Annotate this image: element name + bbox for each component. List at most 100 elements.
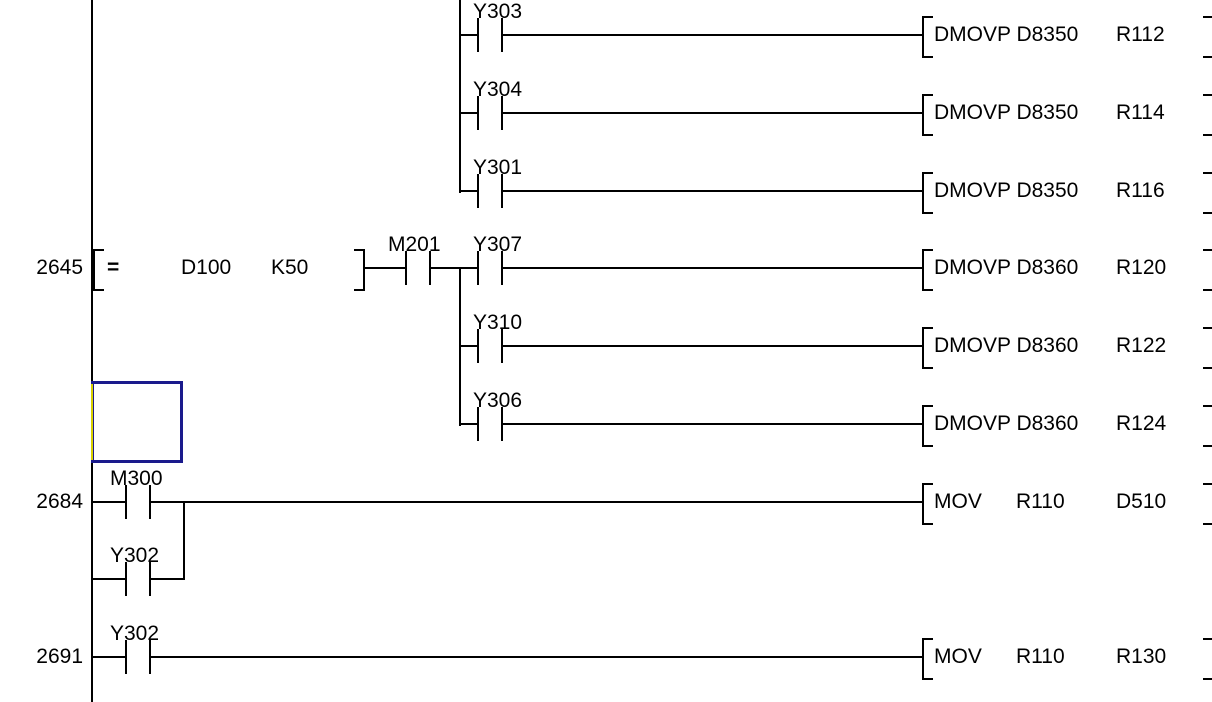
instruction-opcode: DMOVP D8360 <box>934 256 1079 279</box>
bracket-close-icon <box>1203 405 1212 447</box>
compare-operand-2: K50 <box>271 256 309 279</box>
bracket-open-icon <box>922 483 933 525</box>
rung-line-y301-right <box>503 190 924 192</box>
bracket-open-icon <box>922 638 933 680</box>
contact-label-m201: M201 <box>388 233 441 256</box>
rung-line-2691-b <box>151 656 924 658</box>
instruction-block-dmovp-r112[interactable]: DMOVP D8350 R112 <box>922 16 1212 58</box>
instruction-opcode: DMOVP D8350 <box>934 179 1079 202</box>
bracket-open-icon <box>922 16 933 58</box>
rung-line-2684-b <box>151 501 924 503</box>
compare-block-equal[interactable]: = D100 K50 <box>93 249 365 291</box>
instruction-dest: R130 <box>1116 645 1167 668</box>
contact-y302-rung[interactable] <box>125 640 151 674</box>
contact-bar-right <box>149 640 151 674</box>
instruction-dest: R114 <box>1116 101 1165 124</box>
rung-line-y310-left <box>459 345 477 347</box>
contact-bar-left <box>477 407 479 441</box>
instruction-block-mov-d510[interactable]: MOV R110 D510 <box>922 483 1212 525</box>
bracket-close-icon <box>1203 16 1212 58</box>
rung-line-2691-a <box>91 656 125 658</box>
compare-operand-1: D100 <box>181 256 232 279</box>
bracket-open-icon <box>922 249 933 291</box>
instruction-opcode: DMOVP D8360 <box>934 412 1079 435</box>
instruction-opcode: MOV <box>934 645 982 668</box>
instruction-dest: R112 <box>1116 23 1165 46</box>
bracket-open-icon <box>922 327 933 369</box>
bracket-open-icon <box>922 405 933 447</box>
instruction-block-dmovp-r114[interactable]: DMOVP D8350 R114 <box>922 94 1212 136</box>
contact-bar-left <box>125 485 127 519</box>
rung-line-y303-right <box>503 34 924 36</box>
contact-bar-left <box>125 640 127 674</box>
bracket-close-icon <box>1203 172 1212 214</box>
bracket-open-icon <box>922 94 933 136</box>
contact-label-y304: Y304 <box>473 78 523 101</box>
contact-bar-left <box>477 18 479 52</box>
rung-line-y304-right <box>503 112 924 114</box>
rung-line-y304-left <box>459 112 477 114</box>
rung-line-y301-left <box>459 190 477 192</box>
instruction-opcode: DMOVP D8350 <box>934 101 1079 124</box>
rung-line-y303-left <box>459 34 477 36</box>
compare-operator: = <box>107 256 120 279</box>
instruction-block-mov-r130[interactable]: MOV R110 R130 <box>922 638 1212 680</box>
contact-bar-right <box>501 329 503 363</box>
contact-y302-branch[interactable] <box>125 562 151 596</box>
contact-y307[interactable] <box>477 251 503 285</box>
branch-line-y302-left <box>91 578 125 580</box>
instruction-block-dmovp-r116[interactable]: DMOVP D8350 R116 <box>922 172 1212 214</box>
branch-vertical-group1 <box>459 0 461 193</box>
bracket-close-icon <box>1203 638 1212 680</box>
contact-label-y303: Y303 <box>473 0 523 23</box>
contact-bar-left <box>477 251 479 285</box>
instruction-src: R110 <box>1016 490 1065 513</box>
instruction-opcode: DMOVP D8360 <box>934 334 1079 357</box>
bracket-close-icon <box>1203 327 1212 369</box>
contact-label-y307: Y307 <box>473 233 523 256</box>
instruction-block-dmovp-r124[interactable]: DMOVP D8360 R124 <box>922 405 1212 447</box>
contact-bar-right <box>149 562 151 596</box>
contact-label-y301: Y301 <box>473 156 523 179</box>
rung-line-2645-a <box>365 267 405 269</box>
cursor-left-edge <box>91 384 93 460</box>
bracket-close-icon <box>1203 249 1212 291</box>
contact-y306[interactable] <box>477 407 503 441</box>
contact-y301[interactable] <box>477 174 503 208</box>
contact-m300[interactable] <box>125 485 151 519</box>
contact-y303[interactable] <box>477 18 503 52</box>
bracket-open-icon <box>93 249 104 291</box>
rung-line-y306-left <box>459 423 477 425</box>
contact-m201[interactable] <box>405 251 431 285</box>
instruction-dest: R122 <box>1116 334 1167 357</box>
contact-bar-right <box>149 485 151 519</box>
instruction-opcode: MOV <box>934 490 982 513</box>
contact-bar-right <box>501 96 503 130</box>
instruction-dest: R120 <box>1116 256 1167 279</box>
branch-line-y302-right <box>151 578 185 580</box>
bracket-close-icon <box>1203 483 1212 525</box>
contact-bar-left <box>477 329 479 363</box>
branch-vertical-2684 <box>183 501 185 580</box>
contact-y304[interactable] <box>477 96 503 130</box>
left-power-rail <box>91 0 93 702</box>
instruction-dest: D510 <box>1116 490 1167 513</box>
instruction-block-dmovp-r122[interactable]: DMOVP D8360 R122 <box>922 327 1212 369</box>
contact-label-y302-rung: Y302 <box>110 622 160 645</box>
instruction-opcode: DMOVP D8350 <box>934 23 1079 46</box>
selection-cursor[interactable] <box>91 381 183 463</box>
bracket-close-icon <box>354 249 365 291</box>
contact-bar-left <box>125 562 127 596</box>
contact-label-y302-branch: Y302 <box>110 544 160 567</box>
rung-line-2684-a <box>91 501 125 503</box>
step-number-2691: 2691 <box>36 645 83 668</box>
instruction-src: R110 <box>1016 645 1065 668</box>
contact-label-y310: Y310 <box>473 311 523 334</box>
bracket-close-icon <box>1203 94 1212 136</box>
instruction-dest: R116 <box>1116 179 1165 202</box>
contact-label-y306: Y306 <box>473 389 523 412</box>
instruction-block-dmovp-r120[interactable]: DMOVP D8360 R120 <box>922 249 1212 291</box>
contact-bar-right <box>501 251 503 285</box>
contact-y310[interactable] <box>477 329 503 363</box>
